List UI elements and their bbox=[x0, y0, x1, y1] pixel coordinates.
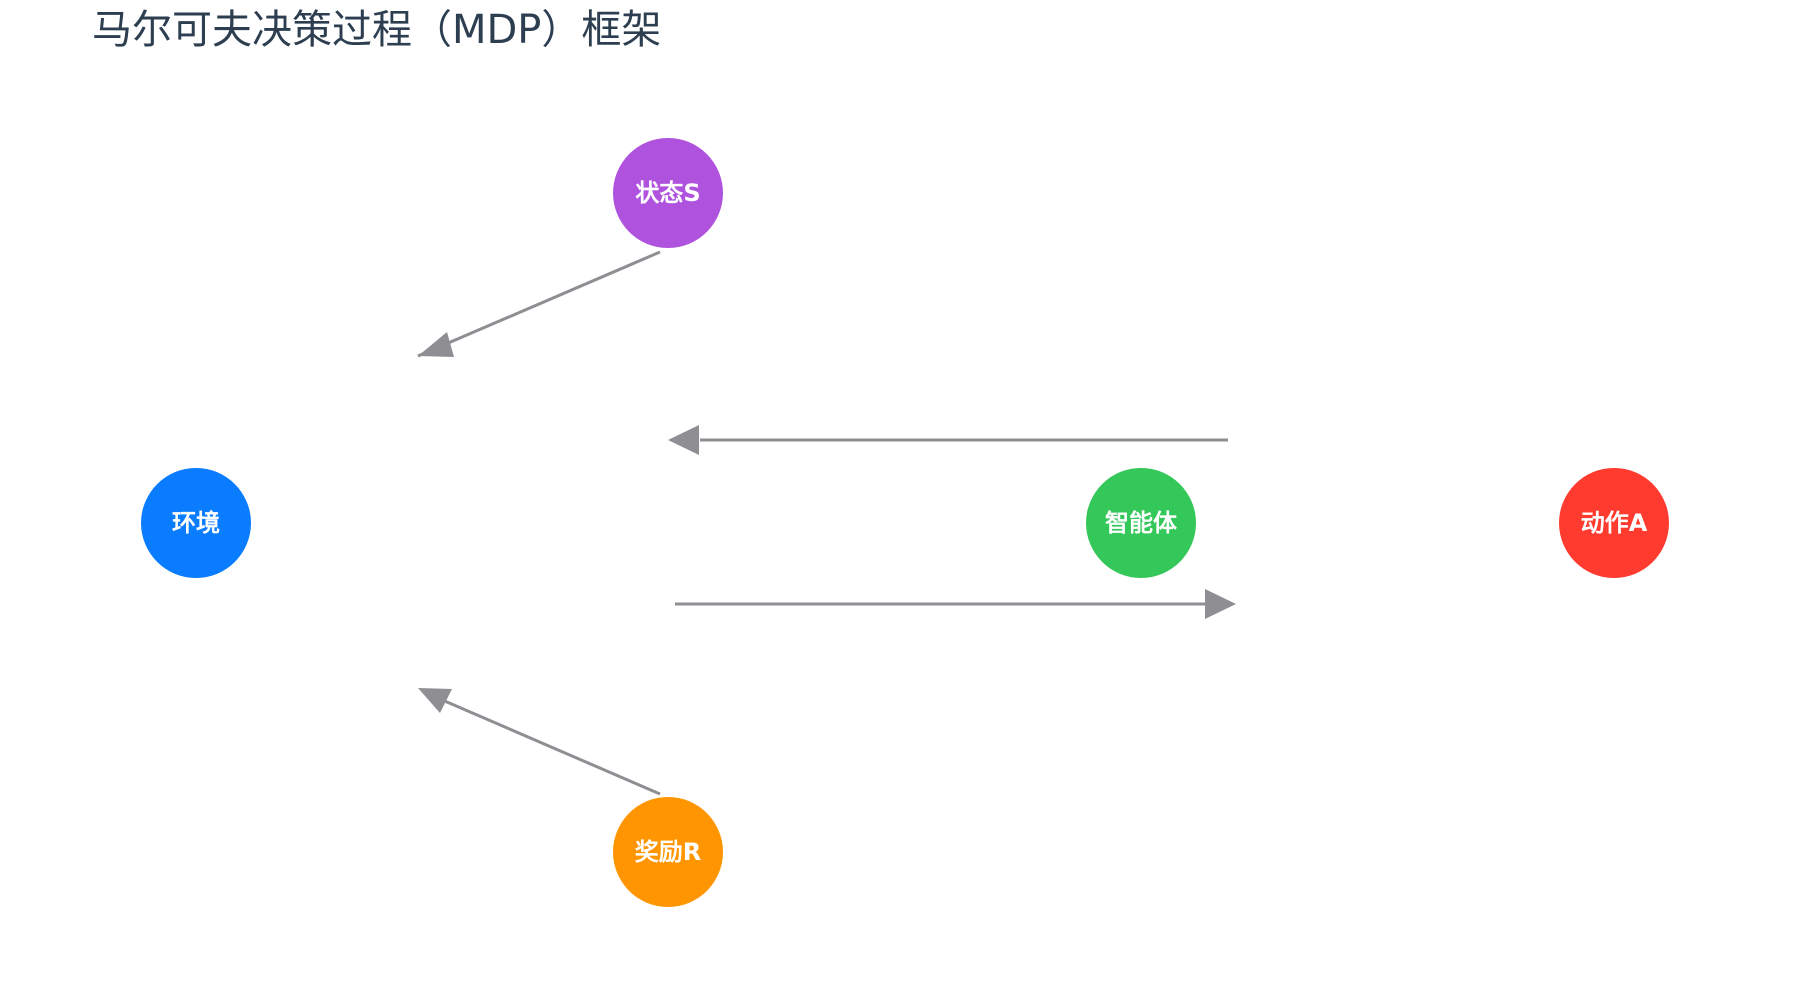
arrowhead-state-to-environment bbox=[418, 332, 454, 357]
node-environment: 环境 bbox=[141, 468, 251, 578]
node-environment-circle bbox=[141, 468, 251, 578]
node-agent-circle bbox=[1086, 468, 1196, 578]
node-action: 动作A bbox=[1559, 468, 1669, 578]
node-state: 状态S bbox=[613, 138, 723, 248]
edge-state-to-environment bbox=[417, 250, 661, 358]
node-reward-label: 奖励R bbox=[635, 838, 701, 866]
node-agent-label: 智能体 bbox=[1105, 509, 1178, 537]
node-agent: 智能体 bbox=[1086, 468, 1196, 578]
edges bbox=[417, 250, 1236, 796]
node-reward: 奖励R bbox=[613, 797, 723, 907]
arrowhead-agent-to-environment bbox=[668, 425, 699, 455]
node-action-circle bbox=[1559, 468, 1669, 578]
page-title: 马尔可夫决策过程（MDP）框架 bbox=[92, 7, 662, 53]
node-action-label: 动作A bbox=[1581, 509, 1648, 537]
node-state-circle bbox=[613, 138, 723, 248]
arrowhead-reward-to-environment bbox=[418, 688, 452, 713]
node-environment-label: 环境 bbox=[172, 509, 220, 537]
node-state-label: 状态S bbox=[635, 179, 700, 207]
edge-reward-to-environment bbox=[439, 697, 661, 796]
arrowhead-environment-to-action bbox=[1205, 589, 1236, 619]
node-reward-circle bbox=[613, 797, 723, 907]
